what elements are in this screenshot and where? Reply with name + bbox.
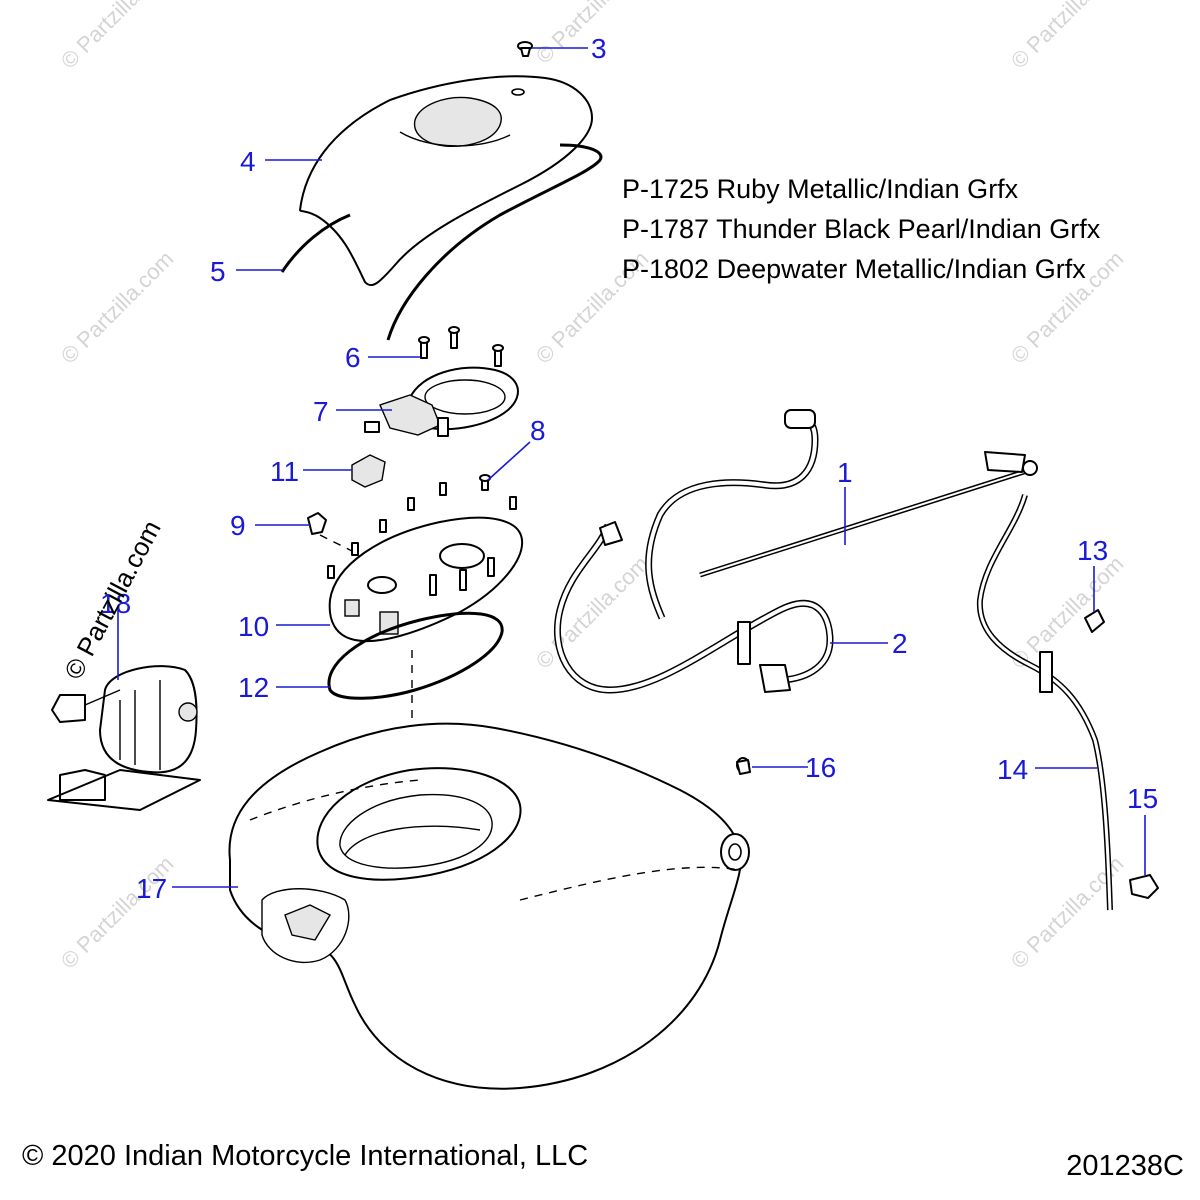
- part-fuel-tank: [228, 722, 750, 1090]
- watermark: © Partzilla.com: [56, 851, 179, 974]
- part-pump-flange: [327, 482, 524, 643]
- callout-12: 12: [238, 672, 269, 703]
- watermark: © Partzilla.com: [56, 0, 179, 74]
- part-fuel-pump-module: [47, 665, 201, 811]
- part-small-bolt: [479, 474, 491, 491]
- callout-15: 15: [1127, 783, 1158, 814]
- part-vent-hose-long: [645, 409, 1038, 620]
- callout-11: 11: [270, 456, 299, 487]
- watermark: © Partzilla.com: [1006, 0, 1129, 74]
- callout-10: 10: [238, 611, 269, 642]
- drawing-number: 201238C: [1066, 1150, 1184, 1182]
- part-vent-hose-elbow: [553, 521, 834, 694]
- callout-9: 9: [230, 510, 246, 541]
- callout-16: 16: [805, 752, 836, 783]
- part-console-cover: [299, 75, 593, 287]
- callout-7: 7: [313, 396, 329, 427]
- part-bolts: [418, 326, 504, 367]
- callout-3: 3: [591, 33, 607, 64]
- leader-lines: [117, 47, 1146, 888]
- part-trim-seal: [386, 143, 603, 341]
- watermark: © Partzilla.com: [531, 551, 654, 674]
- part-trim-seal: [280, 213, 351, 273]
- callout-2: 2: [892, 628, 908, 659]
- part-fuel-cap-assembly: [364, 366, 519, 437]
- watermark: © Partzilla.com: [56, 246, 179, 369]
- color-option-ruby: P-1725 Ruby Metallic/Indian Grfx: [622, 174, 1019, 204]
- color-option-deepwater: P-1802 Deepwater Metallic/Indian Grfx: [622, 254, 1086, 284]
- watermark: © Partzilla.com: [1006, 551, 1129, 674]
- callout-labels: 1 2 3 4 5 6 7 8 9 10 11 12 13 14 15 16 1…: [100, 33, 1158, 904]
- callout-1: 1: [837, 457, 853, 488]
- part-clip: [307, 512, 327, 535]
- color-option-thunder-black: P-1787 Thunder Black Pearl/Indian Grfx: [622, 214, 1101, 244]
- part-overflow-hose: [976, 494, 1113, 911]
- callout-4: 4: [240, 146, 256, 177]
- part-small-clamp: [736, 757, 751, 775]
- part-connector: [351, 454, 386, 488]
- callout-18: 18: [100, 588, 131, 619]
- callout-17: 17: [136, 873, 167, 904]
- callout-8: 8: [530, 415, 546, 446]
- part-gasket: [327, 611, 504, 700]
- callout-5: 5: [210, 256, 226, 287]
- copyright-notice: © 2020 Indian Motorcycle International, …: [22, 1140, 589, 1172]
- callout-14: 14: [997, 754, 1028, 785]
- part-screw-top: [517, 41, 533, 57]
- callout-13: 13: [1077, 535, 1108, 566]
- part-hose-clamp: [1084, 609, 1105, 633]
- callout-6: 6: [345, 342, 361, 373]
- part-hose-clip: [1129, 874, 1159, 899]
